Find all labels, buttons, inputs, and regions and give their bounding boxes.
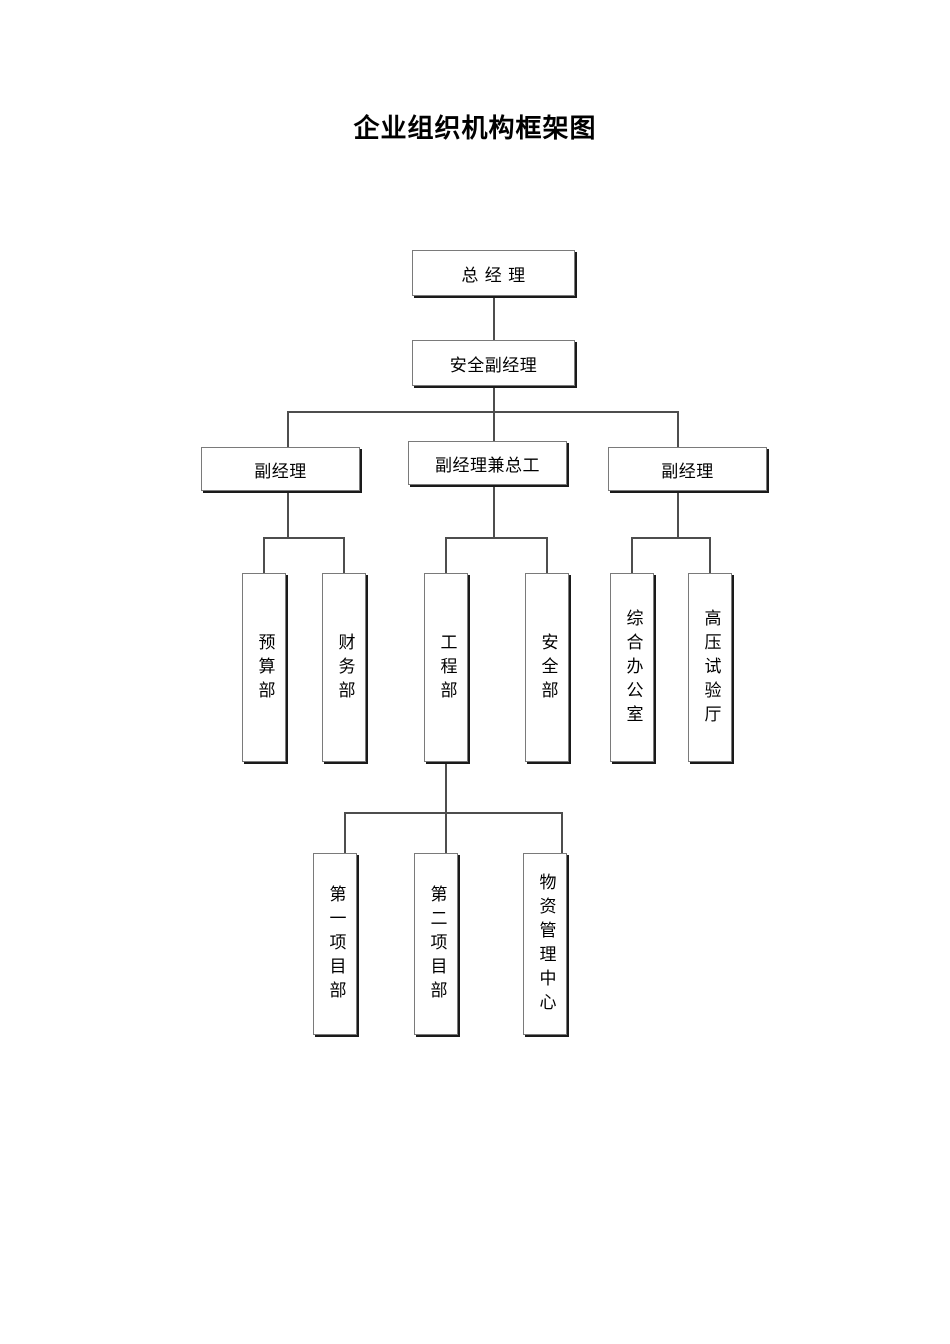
node-finance-department[interactable]: 财务部 [322, 573, 366, 762]
connector-bus-to-safety [546, 537, 548, 573]
node-label: 安全副经理 [449, 355, 538, 376]
connector-bus-to-vp-mid [493, 411, 495, 447]
node-label: 物资管理中心 [535, 873, 556, 1017]
connector-bus-to-materials [561, 812, 563, 853]
node-materials-management-center[interactable]: 物资管理中心 [523, 853, 567, 1035]
connector-bus-to-vp-right [677, 411, 679, 447]
connector-engineer-stem [445, 762, 447, 853]
node-label: 第二项目部 [426, 885, 447, 1005]
node-label: 第一项目部 [325, 885, 346, 1005]
connector-safety-vp-stem [493, 386, 495, 412]
connector-vp-right-bus [631, 537, 711, 539]
page-title: 企业组织机构框架图 [353, 114, 597, 144]
connector-bus-to-project1 [344, 812, 346, 853]
node-label: 副经理 [661, 461, 714, 482]
node-label: 安全部 [537, 632, 558, 705]
connector-level2-bus [287, 411, 679, 413]
connector-vp-left-stem [287, 491, 289, 538]
node-safety-department[interactable]: 安全部 [525, 573, 569, 762]
node-label: 副经理兼总工 [435, 455, 540, 476]
connector-bus-to-engineer [445, 537, 447, 573]
node-high-voltage-test-hall[interactable]: 高压试验厅 [688, 573, 732, 762]
node-label: 综合办公室 [622, 608, 643, 729]
connector-gm-to-safety-vp [493, 296, 495, 340]
connector-bus-to-finance [343, 537, 345, 573]
node-label: 总 经 理 [461, 265, 526, 286]
node-general-manager[interactable]: 总 经 理 [412, 250, 575, 296]
connector-vp-mid-bus [445, 537, 548, 539]
node-label: 财务部 [334, 632, 355, 705]
node-label: 副经理 [254, 461, 307, 482]
connector-bus-to-vp-left [287, 411, 289, 447]
node-vice-manager-left[interactable]: 副经理 [201, 447, 360, 491]
connector-vp-mid-stem [493, 485, 495, 538]
node-vice-manager-chief-engineer[interactable]: 副经理兼总工 [408, 441, 567, 485]
connector-vp-right-stem [677, 491, 679, 538]
connector-bus-to-budget [263, 537, 265, 573]
node-label: 高压试验厅 [700, 608, 721, 729]
connector-bus-to-gen-office [631, 537, 633, 573]
node-first-project-team[interactable]: 第一项目部 [313, 853, 357, 1035]
node-general-office[interactable]: 综合办公室 [610, 573, 654, 762]
node-safety-vice-manager[interactable]: 安全副经理 [412, 340, 575, 386]
node-vice-manager-right[interactable]: 副经理 [608, 447, 767, 491]
connector-bus-to-project2 [445, 812, 447, 853]
node-label: 预算部 [254, 632, 275, 705]
node-second-project-team[interactable]: 第二项目部 [414, 853, 458, 1035]
connector-project-bus [344, 812, 563, 814]
connector-vp-left-bus [263, 537, 345, 539]
node-engineering-department[interactable]: 工程部 [424, 573, 468, 762]
connector-bus-to-hv-lab [709, 537, 711, 573]
node-budget-department[interactable]: 预算部 [242, 573, 286, 762]
node-label: 工程部 [436, 632, 457, 705]
